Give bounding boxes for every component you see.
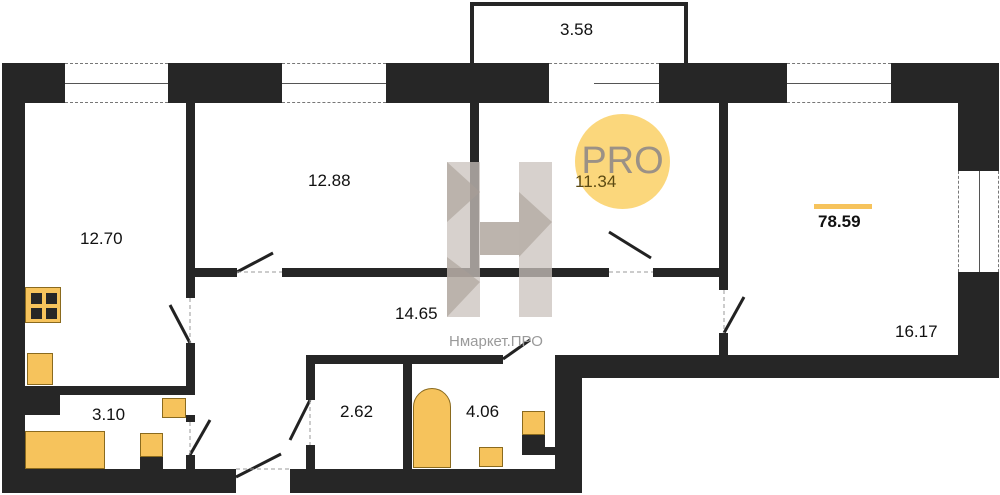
wall <box>386 63 549 103</box>
wall <box>719 103 728 290</box>
wall <box>2 63 25 493</box>
stove-icon <box>25 287 61 323</box>
balcony-door[interactable] <box>549 63 659 103</box>
wall <box>186 455 195 469</box>
wall <box>522 447 555 455</box>
wall <box>306 355 315 400</box>
wall <box>719 333 728 358</box>
wall <box>195 268 237 277</box>
wall <box>186 415 195 422</box>
kitchen-sink-icon <box>27 353 53 385</box>
room-area-kitchen: 12.70 <box>80 229 123 248</box>
window <box>65 63 168 103</box>
room-area-hallway: 14.65 <box>395 304 438 323</box>
wall <box>25 386 195 395</box>
wall <box>958 63 999 171</box>
total-area-accent-bar <box>814 204 872 209</box>
pro-badge: PRO <box>575 114 670 209</box>
wall <box>2 469 236 493</box>
wall <box>555 355 582 493</box>
wall <box>186 343 195 393</box>
wall <box>653 268 728 277</box>
window <box>958 171 999 272</box>
bathtub-icon <box>413 388 451 468</box>
watermark-brand: Нмаркет.ПРО <box>449 333 543 350</box>
room-area-balcony: 3.58 <box>560 20 594 39</box>
window <box>282 63 386 103</box>
watermark-logo-icon <box>447 162 552 317</box>
wall <box>555 355 999 378</box>
room-area-storage: 2.62 <box>340 402 374 421</box>
room-area-bathroom-2: 4.06 <box>466 402 500 421</box>
wall <box>659 63 787 103</box>
wall <box>290 469 582 493</box>
toilet-icon <box>522 411 545 435</box>
balcony-outline <box>470 2 688 66</box>
wall <box>282 268 609 277</box>
washbasin-icon <box>479 447 503 467</box>
room-area-bedroom-2: 11.34 <box>575 172 617 191</box>
toilet-tank <box>522 435 545 447</box>
wall <box>186 103 195 298</box>
wall <box>168 63 282 103</box>
toilet-icon <box>140 433 163 457</box>
toilet-tank <box>140 457 163 469</box>
wall <box>403 355 412 469</box>
room-area-living-room: 16.17 <box>895 322 938 341</box>
window <box>787 63 891 103</box>
wall <box>306 445 315 469</box>
room-area-bedroom-1: 12.88 <box>308 171 351 190</box>
bathtub-icon <box>25 431 105 469</box>
total-area: 78.59 <box>818 212 861 231</box>
wall <box>25 395 60 415</box>
washbasin-icon <box>162 398 186 418</box>
room-area-bathroom-1: 3.10 <box>92 405 126 424</box>
